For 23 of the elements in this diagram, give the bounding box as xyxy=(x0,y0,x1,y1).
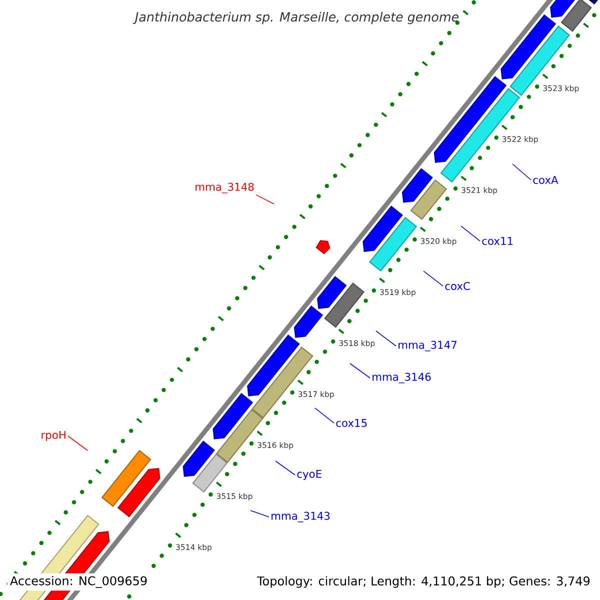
leader-line xyxy=(68,436,88,451)
gene-label: cox11 xyxy=(482,237,513,245)
leader-line xyxy=(376,330,396,346)
leader-line xyxy=(460,226,480,242)
leader-line xyxy=(256,194,274,204)
gene-label: mma_3148 xyxy=(196,182,254,194)
accession-label: Accession: NC_009659 xyxy=(7,573,150,591)
leader-line xyxy=(275,460,296,476)
leader-line xyxy=(250,510,270,518)
gene-label: mma_3147 xyxy=(398,340,456,352)
gene-label: cyoE xyxy=(297,470,322,480)
gene-label: mma_3143 xyxy=(272,512,330,522)
genome-summary: Topology: circular; Length: 4,110,251 bp; Genes: 3,749 xyxy=(256,576,590,588)
gene-label: cox15 xyxy=(336,419,367,427)
gene-label: rpoH xyxy=(42,431,66,441)
gene-label: coxA xyxy=(533,176,558,184)
leader-line xyxy=(423,270,444,286)
leader-line xyxy=(350,363,370,378)
gene-label: coxC xyxy=(445,282,470,290)
gene-label: mma_3146 xyxy=(372,372,431,384)
leader-line xyxy=(314,408,334,424)
title: Janthinobacterium sp. Marseille, complete genome xyxy=(132,12,459,24)
leader-line xyxy=(512,164,532,180)
